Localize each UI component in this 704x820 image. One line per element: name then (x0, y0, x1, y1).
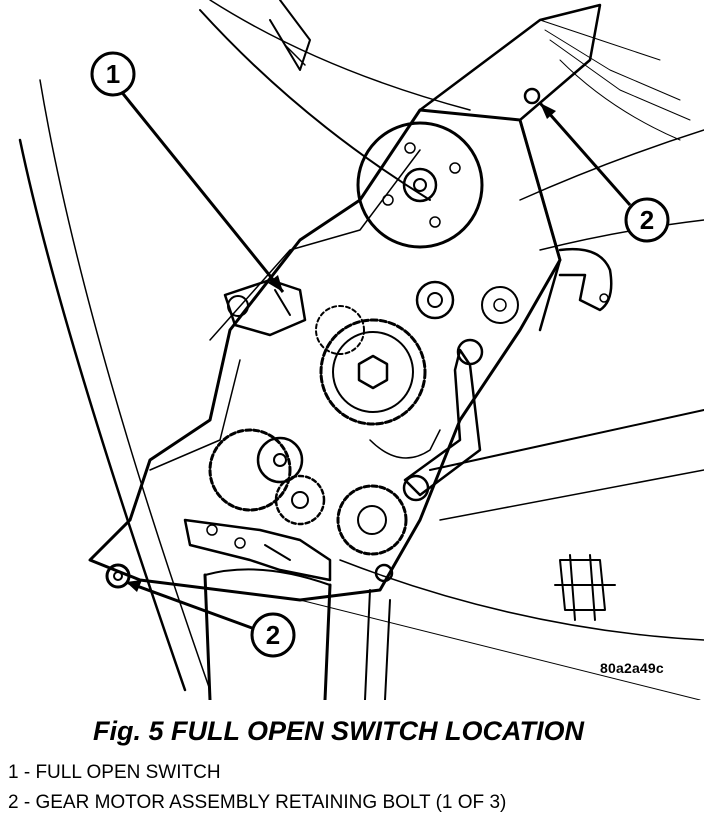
callout-1-number: 1 (106, 59, 120, 89)
frame-rail (519, 129, 704, 201)
full-open-switch (223, 278, 307, 337)
linkage-arm (403, 348, 482, 497)
retaining-bolt-lower-left (105, 563, 131, 589)
image-code: 80a2a49c (600, 660, 664, 676)
legend-item-2: 2 - GEAR MOTOR ASSEMBLY RETAINING BOLT (… (8, 792, 507, 813)
leader-line-2-lower (125, 580, 253, 630)
figure-caption: Fig. 5 FULL OPEN SWITCH LOCATION (93, 716, 584, 746)
retaining-bolt-lower (374, 563, 394, 583)
frame-rail (439, 469, 704, 521)
retaining-bolt-upper-right (523, 87, 541, 105)
housing-plate (88, 108, 562, 602)
lower-bracket (183, 518, 332, 582)
lower-gear (336, 484, 408, 556)
body-panel-curve (18, 138, 187, 692)
main-gear (319, 318, 427, 426)
frame-rail (339, 559, 704, 641)
callout-2-lower: 2 (250, 612, 296, 658)
top-bracket (269, 0, 311, 71)
callout-1: 1 (90, 51, 136, 97)
small-gear (274, 474, 326, 526)
frame-rail (429, 409, 704, 471)
frame-rail (539, 219, 704, 251)
body-panel-curve (209, 0, 471, 111)
callout-2-lower-number: 2 (266, 620, 280, 650)
callout-2-upper: 2 (624, 197, 670, 243)
body-panel-curve (199, 9, 431, 201)
legend-item-1: 1 - FULL OPEN SWITCH (8, 762, 221, 783)
right-hook (558, 247, 613, 312)
leader-line-2-upper (538, 102, 632, 206)
frame-rail (299, 599, 701, 700)
top-pulley (356, 121, 484, 249)
idler-pulley (415, 280, 455, 320)
secondary-gear (208, 428, 292, 512)
leader-line-1 (118, 89, 285, 293)
upper-arm (418, 3, 602, 332)
right-clip (559, 559, 606, 611)
mechanism-illustration: 1 2 2 (18, 0, 704, 700)
motor-housing (203, 573, 332, 700)
body-panel-curve (39, 79, 211, 691)
callout-2-upper-number: 2 (640, 205, 654, 235)
